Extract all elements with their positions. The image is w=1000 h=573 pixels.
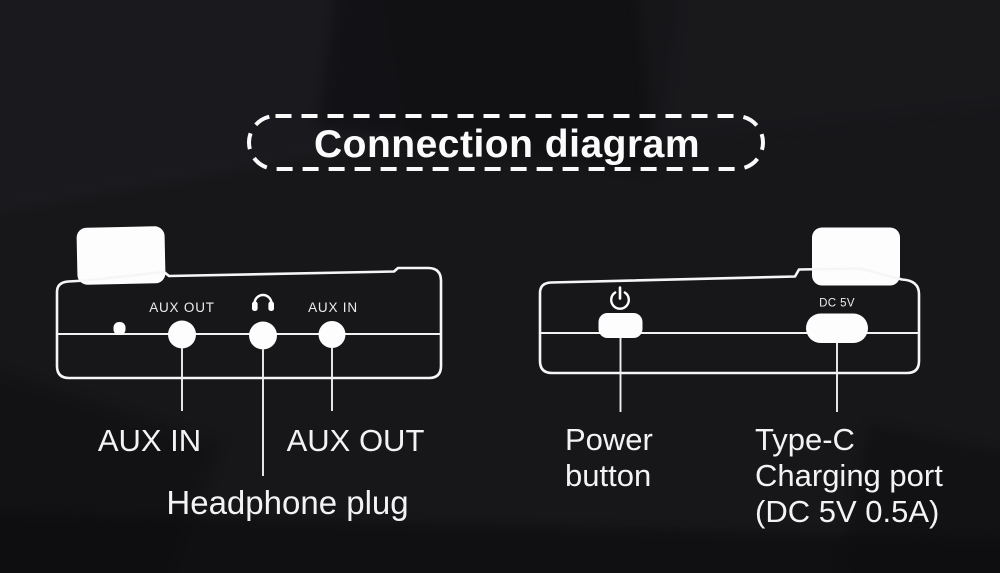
caption-power-button: Power button: [565, 422, 653, 494]
caption-aux-in: AUX IN: [97, 423, 202, 458]
aux-out-port: [168, 320, 196, 349]
power-icon: [610, 286, 630, 310]
caption-power-line1: Power: [565, 422, 653, 457]
caption-typec-port: Type-C Charging port (DC 5V 0.5A): [755, 422, 943, 530]
aux-in-port: [318, 321, 346, 348]
left-device-body-outline: [55, 266, 443, 380]
left-device-clip-block: [76, 226, 166, 285]
right-device: DC 5V: [538, 227, 921, 412]
aux-out-port-label: AUX OUT: [149, 300, 215, 315]
caption-power-line2: button: [565, 458, 652, 493]
aux-in-port-label: AUX IN: [308, 300, 358, 315]
title-badge: Connection diagram: [247, 114, 765, 171]
right-device-clip-block: [812, 227, 900, 286]
caption-typec-line3: (DC 5V 0.5A): [755, 494, 940, 529]
headphones-icon: [252, 293, 274, 311]
caption-typec-line1: Type-C: [755, 422, 855, 457]
dc5v-port-label: DC 5V: [819, 298, 855, 310]
right-device-body-outline: [538, 267, 921, 375]
left-device: AUX OUT AUX IN: [55, 226, 443, 476]
typec-port: [806, 313, 868, 343]
caption-headphone-plug: Headphone plug: [166, 484, 409, 521]
page-title: Connection diagram: [314, 123, 700, 166]
caption-typec-line2: Charging port: [755, 458, 943, 493]
power-button: [598, 313, 643, 338]
headphone-port: [249, 321, 277, 350]
mic-hole: [113, 322, 126, 335]
caption-aux-out: AUX OUT: [286, 423, 425, 458]
title-dashed-border: [247, 114, 765, 171]
